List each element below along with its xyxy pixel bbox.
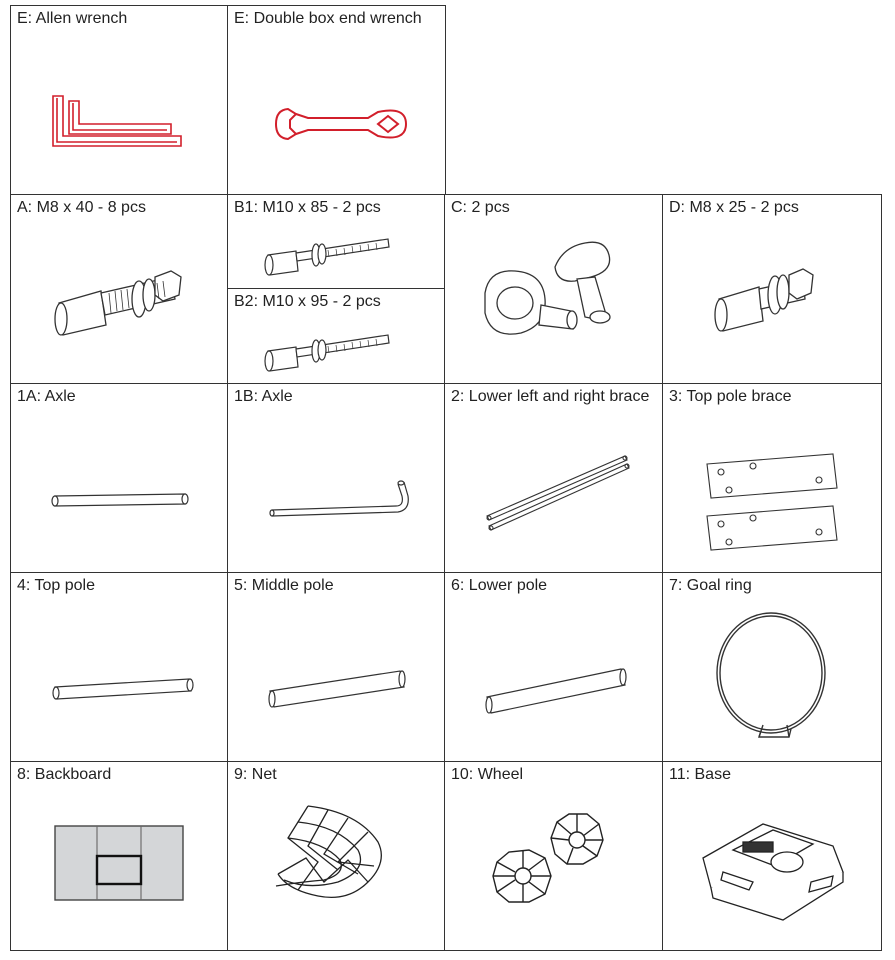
part-label: 1B: Axle [234, 388, 293, 405]
part-cell-knob-c: C: 2 pcs [444, 194, 664, 385]
axle-icon [51, 493, 189, 507]
part-cell-pole-brace-3: 3: Top pole brace [662, 383, 882, 574]
part-label: E: Double box end wrench [234, 10, 422, 27]
part-cell-axle-1b: 1B: Axle [227, 383, 446, 574]
bolt-icon [54, 270, 182, 336]
backboard-icon [54, 825, 184, 901]
part-cell-base-11: 11: Base [662, 761, 882, 951]
part-cell-brace-2: 2: Lower left and right brace [444, 383, 664, 574]
part-label: 1A: Axle [17, 388, 76, 405]
brace-icon [486, 455, 630, 531]
part-cell-top-pole-4: 4: Top pole [10, 572, 229, 763]
part-cell-bolt-d: D: M8 x 25 - 2 pcs [662, 194, 882, 385]
part-cell-bolt-a: A: M8 x 40 - 8 pcs [10, 194, 229, 385]
part-label: 7: Goal ring [669, 577, 752, 594]
part-label: 10: Wheel [451, 766, 524, 783]
part-cell-bolt-b1: B1: M10 x 85 - 2 pcs [227, 194, 446, 290]
part-label: 4: Top pole [17, 577, 95, 594]
part-cell-axle-1a: 1A: Axle [10, 383, 229, 574]
part-label: 2: Lower left and right brace [451, 388, 650, 405]
part-label: A: M8 x 40 - 8 pcs [17, 199, 146, 216]
long-bolt-icon [264, 334, 390, 372]
plate-icon [706, 453, 838, 551]
part-label: 5: Middle pole [234, 577, 334, 594]
part-label: 8: Backboard [17, 766, 112, 783]
long-bolt-icon [264, 238, 390, 276]
pole-icon [485, 668, 627, 714]
hoop-icon [716, 612, 826, 738]
part-cell-lower-pole-6: 6: Lower pole [444, 572, 664, 763]
part-label: C: 2 pcs [451, 199, 510, 216]
part-label: 3: Top pole brace [669, 388, 792, 405]
part-label: 6: Lower pole [451, 577, 548, 594]
pole-icon [268, 670, 406, 708]
part-cell-box-wrench: E: Double box end wrench [227, 5, 446, 196]
pole-icon [52, 678, 194, 700]
part-cell-allen-wrench: E: Allen wrench [10, 5, 229, 196]
allen-wrench-icon [52, 95, 182, 147]
base-icon [702, 823, 844, 921]
part-label: B1: M10 x 85 - 2 pcs [234, 199, 381, 216]
part-cell-net-9: 9: Net [227, 761, 446, 951]
part-label: 11: Base [669, 766, 731, 783]
part-label: D: M8 x 25 - 2 pcs [669, 199, 799, 216]
part-label: B2: M10 x 95 - 2 pcs [234, 293, 381, 310]
part-cell-bolt-b2: B2: M10 x 95 - 2 pcs [227, 288, 446, 385]
part-cell-middle-pole-5: 5: Middle pole [227, 572, 446, 763]
part-label: 9: Net [234, 766, 277, 783]
part-label: E: Allen wrench [17, 10, 128, 27]
part-cell-backboard-8: 8: Backboard [10, 761, 229, 951]
knob-icon [484, 241, 611, 335]
part-cell-goal-ring-7: 7: Goal ring [662, 572, 882, 763]
bent-axle-icon [269, 480, 409, 517]
wheel-icon [492, 813, 604, 903]
double-box-end-wrench-icon [274, 107, 408, 141]
part-cell-wheel-10: 10: Wheel [444, 761, 664, 951]
short-bolt-icon [714, 268, 814, 332]
net-icon [275, 805, 382, 899]
